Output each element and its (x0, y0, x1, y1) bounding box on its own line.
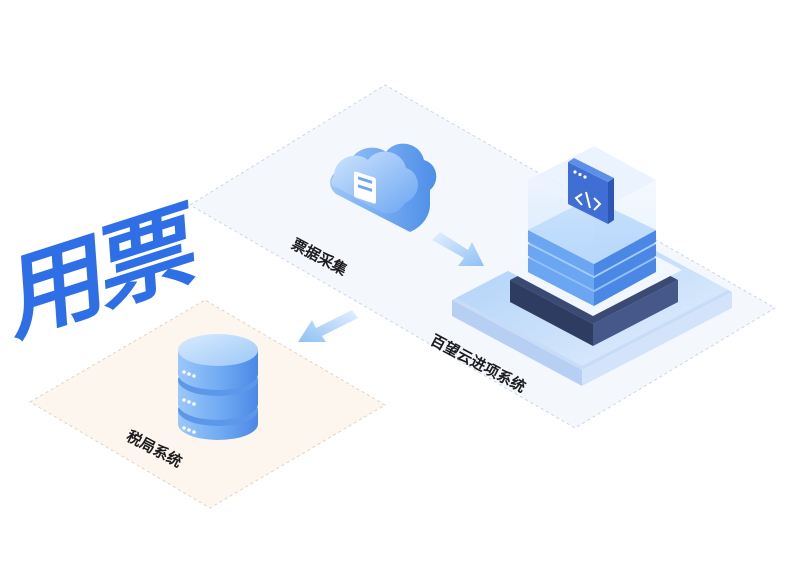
cloud-document-icon (330, 143, 437, 232)
arrow-icon (432, 232, 484, 266)
arrow-icon (298, 310, 358, 342)
database-icon (178, 334, 258, 440)
code-window-icon (568, 158, 614, 224)
